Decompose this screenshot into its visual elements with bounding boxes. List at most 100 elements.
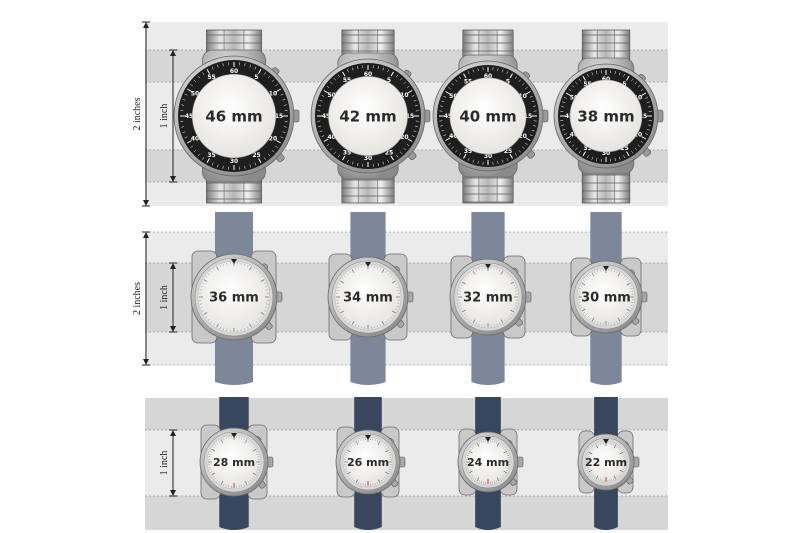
bezel-tick [406,144,410,147]
bezel-tick [282,99,286,101]
dial-tick [467,274,470,277]
bezel-tick [619,72,621,76]
dial-tick [255,321,258,324]
bezel-number: 20 [400,134,408,141]
dial-tick [374,439,376,442]
bezel-tick [206,68,210,74]
bezel-tick [396,154,399,158]
bezel-tick [472,159,475,163]
bezel-tick [323,90,329,94]
dial-tick [460,284,463,286]
bezel-number: 25 [504,148,512,155]
dial-tick [220,480,224,485]
dial-tick [465,276,468,279]
bezel-tick [560,124,564,126]
dial-tick [264,310,267,312]
dial-tick [203,312,208,315]
dial-tick [461,309,466,313]
dial-tick [384,445,386,448]
bezel-tick [387,69,389,73]
bezel-tick [396,74,399,78]
bezel-tick [529,95,533,98]
dial-tick [354,324,356,327]
bezel-tick [276,140,282,144]
dial-tick [265,307,268,309]
bezel-number: 15 [275,113,283,120]
watch: 22 mm [577,397,640,530]
dial-tick [626,280,629,282]
dial-tick [220,439,224,444]
bezel-number: 25 [620,145,628,152]
dial-tick [619,469,624,473]
ruler-arrow-top [143,22,149,28]
dial-tick [244,439,248,444]
dial-tick [478,323,480,326]
bezel-tick [202,157,205,160]
dial-tick [264,282,267,284]
dial-tick [244,480,248,485]
bezel-tick [506,157,509,161]
dial-tick [473,445,475,448]
dial-tick [249,266,252,271]
dial-tick [506,455,509,457]
dial-tick [513,308,516,310]
dial-tick [583,280,586,282]
dial-tick [626,308,631,312]
dial-face [449,77,527,155]
dial-tick [496,268,498,271]
bezel-tick [531,129,535,132]
bezel-tick [275,84,278,87]
bezel-number: 5 [622,81,626,88]
dial-tick [207,318,210,321]
dial-tick [388,452,391,454]
dial-tick [247,440,250,443]
bezel-tick [267,75,271,79]
dial-tick [613,270,615,273]
bezel-tick [390,71,394,77]
bezel-tick [634,81,637,85]
bezel-tick [525,142,528,146]
bezel-tick [275,145,278,148]
bezel-tick [578,78,581,82]
bezel-tick [565,136,571,140]
bezel-tick [197,153,201,157]
bezel-tick [329,147,333,151]
bezel-tick [411,95,415,97]
dial-tick [392,314,395,316]
dial-tick [617,447,620,449]
dial-tick [504,448,506,451]
bezel-tick [575,81,578,85]
bezel-tick [244,165,246,169]
bezel-tick [222,165,224,169]
dial-tick [499,444,502,446]
dial-tick [360,439,362,442]
bezel-tick [637,144,641,147]
bezel-number: 55 [343,77,351,84]
dial-tick [249,323,252,328]
bezel-tick [377,66,379,70]
dial-tick [385,321,387,324]
dial-tick [219,264,221,267]
bezel-tick [280,136,284,139]
bezel-tick [562,129,566,131]
bezel-tick [254,162,257,166]
bezel-tick [399,151,403,155]
size-label: 38 mm [577,108,634,126]
dial-tick [508,315,511,318]
dial-tick [385,270,387,273]
bezel-tick [190,145,193,148]
dial-tick [210,471,213,473]
dial-tick [222,263,224,266]
dial-tick [216,442,219,445]
bezel-tick [406,85,410,88]
dial-tick [588,451,593,455]
dial-tick [467,455,470,457]
ruler-label: 2 inches [132,97,143,130]
dial-tick [201,310,204,312]
bezel-tick [387,159,389,163]
dial-tick [209,453,212,455]
bezel-tick [463,153,467,159]
dial-tick [619,473,621,476]
dial-tick [626,312,629,314]
dial-tick [251,477,254,480]
